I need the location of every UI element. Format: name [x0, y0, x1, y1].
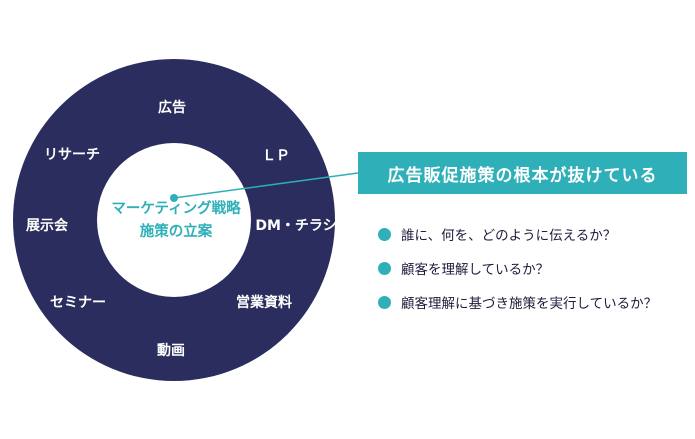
bullet-dot-icon	[378, 261, 391, 275]
banner: 広告販促施策の根本が抜けている	[358, 152, 687, 194]
center-line-1: マーケティング戦略	[111, 201, 241, 217]
bullet-dot-icon	[378, 227, 391, 241]
ring-item-sales-material: 営業資料	[236, 295, 292, 311]
bullet-dot-icon	[378, 295, 391, 309]
bullet-item: 顧客を理解しているか？	[378, 251, 657, 285]
ring-item-lp: ＬＰ	[262, 148, 290, 164]
ring-item-seminar: セミナー	[50, 295, 106, 311]
ring-item-exhibition: 展示会	[26, 218, 68, 234]
connector-dot	[170, 194, 178, 202]
ring-item-dm-flyer: DM・チラシ	[255, 218, 337, 234]
bullet-item: 顧客理解に基づき施策を実行しているか？	[378, 285, 657, 319]
bullet-text: 顧客を理解しているか？	[401, 262, 550, 278]
center-label: マーケティング戦略 施策の立案	[108, 198, 244, 244]
inner-circle	[97, 143, 251, 297]
bullet-item: 誰に、何を、どのように伝えるか？	[378, 217, 657, 251]
bullet-text: 誰に、何を、どのように伝えるか？	[401, 228, 617, 244]
center-line-2: 施策の立案	[139, 224, 213, 240]
connector-line	[173, 172, 359, 199]
ring-item-video: 動画	[157, 343, 185, 359]
ring-item-research: リサーチ	[44, 147, 100, 163]
bullet-text: 顧客理解に基づき施策を実行しているか？	[401, 296, 658, 312]
ring-item-ad: 広告	[158, 100, 186, 116]
bullet-list: 誰に、何を、どのように伝えるか？ 顧客を理解しているか？ 顧客理解に基づき施策を…	[378, 217, 657, 319]
